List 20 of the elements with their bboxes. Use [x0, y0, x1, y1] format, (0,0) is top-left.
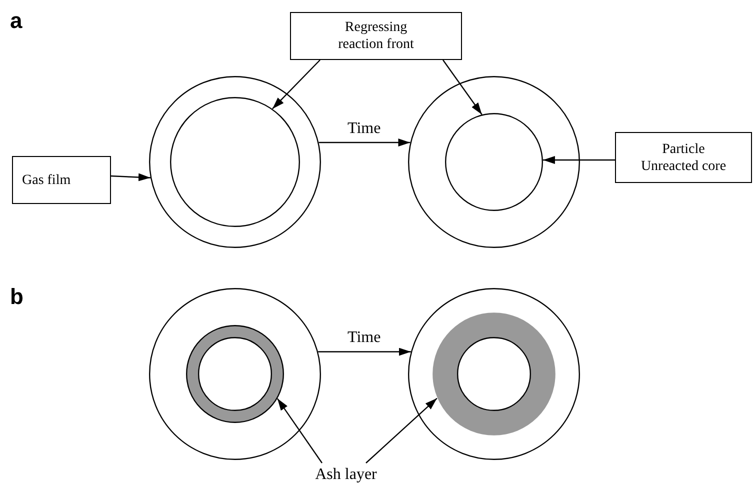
core-circle — [170, 97, 300, 227]
particle-circle — [408, 76, 580, 248]
panel-letter: a — [10, 8, 22, 34]
ash-layer-label: Ash layer — [305, 463, 387, 486]
label-box — [615, 132, 752, 183]
label-box — [12, 156, 111, 204]
box-text: Gas film — [22, 172, 71, 188]
ash-ring — [186, 325, 284, 423]
box-text: Unreacted core — [640, 158, 726, 174]
ash-ring — [432, 312, 556, 436]
panel-letter: b — [10, 284, 24, 310]
core-circle — [445, 113, 543, 211]
label-box — [290, 12, 462, 60]
core-circle — [198, 337, 272, 411]
box-text: Particle — [662, 140, 705, 158]
particle-circle — [149, 76, 321, 248]
box-text: Regressing reaction front — [337, 19, 415, 53]
core-circle — [457, 337, 531, 411]
particle-circle — [149, 288, 321, 460]
particle-circle — [408, 288, 580, 460]
